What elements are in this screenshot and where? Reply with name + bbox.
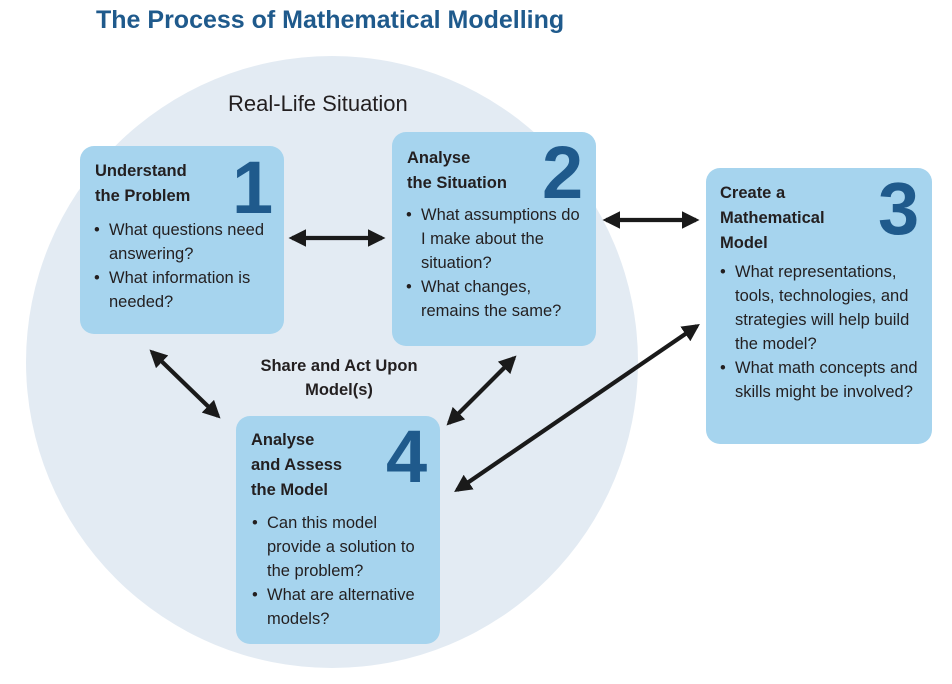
step-4-number: 4 bbox=[386, 415, 428, 498]
step-2-title: Analyse the Situation bbox=[407, 149, 507, 192]
step-3-bullets: What representations, tools, technologie… bbox=[720, 260, 926, 404]
step-4-title: Analyse and Assess the Model bbox=[251, 431, 343, 499]
diagram-title: The Process of Mathematical Modelling bbox=[96, 6, 565, 34]
step-2-bullet: What changes, remains the same? bbox=[406, 275, 586, 323]
step-1-title: Understand the Problem bbox=[95, 162, 191, 205]
step-1-bullet: What questions need answering? bbox=[94, 218, 270, 266]
step-4-bullet: Can this model provide a solution to the… bbox=[252, 511, 434, 583]
real-life-situation-label: Real-Life Situation bbox=[228, 91, 408, 116]
step-2-bullet: What assumptions do I make about the sit… bbox=[406, 203, 586, 275]
arrow-2-4 bbox=[446, 355, 517, 426]
step-3-bullet: What math concepts and skills might be i… bbox=[720, 356, 926, 404]
step-4-bullets: Can this model provide a solution to the… bbox=[252, 511, 434, 631]
step-1-bullet: What information is needed? bbox=[94, 266, 270, 314]
arrow-3-4 bbox=[454, 324, 700, 492]
arrow-1-4 bbox=[149, 349, 221, 419]
step-2-bullets: What assumptions do I make about the sit… bbox=[406, 203, 586, 323]
step-3-box: Create a Mathematical Model 3 What repre… bbox=[706, 168, 932, 444]
step-1-number: 1 bbox=[232, 146, 274, 229]
step-3-bullet: What representations, tools, technologie… bbox=[720, 260, 926, 356]
step-4-box: Analyse and Assess the Model 4 Can this … bbox=[236, 416, 440, 644]
step-3-title: Create a Mathematical Model bbox=[720, 184, 825, 252]
step-1-box: Understand the Problem 1 What questions … bbox=[80, 146, 284, 334]
step-1-bullets: What questions need answering? What info… bbox=[94, 218, 270, 314]
step-3-number: 3 bbox=[878, 167, 920, 250]
step-4-bullet: What are alternative models? bbox=[252, 583, 434, 631]
step-2-number: 2 bbox=[542, 131, 584, 214]
step-2-box: Analyse the Situation 2 What assumptions… bbox=[392, 132, 596, 346]
share-and-act-label: Share and Act Upon Model(s) bbox=[260, 357, 418, 399]
